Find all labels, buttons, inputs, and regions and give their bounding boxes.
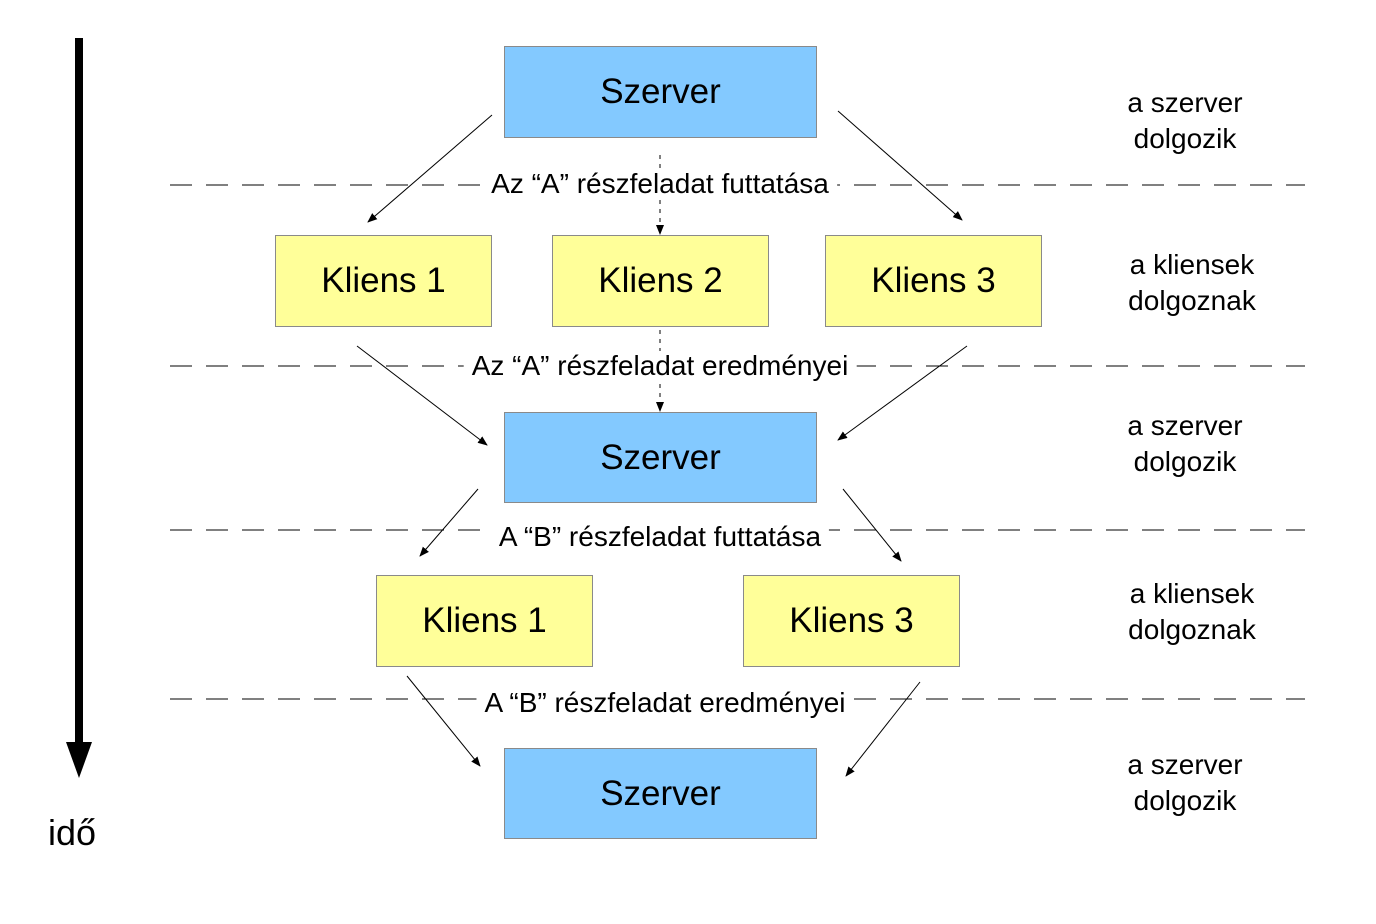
client-label: Kliens 1 [422,601,547,640]
phase-label-b-results: A “B” részfeladat eredményei [476,688,854,718]
arrow [367,114,493,223]
side-label-server-3: a szerver dolgozik [1127,749,1243,816]
server-label: Szerver [600,437,721,477]
server-box-2: Szerver [504,412,817,503]
side-label-clients-a: a kliensek dolgoznak [1128,249,1256,316]
client-label: Kliens 1 [321,261,446,300]
arrow [842,488,902,562]
side-label-server-2: a szerver dolgozik [1127,410,1243,477]
phase-label-b-run: A “B” részfeladat futtatása [490,522,830,552]
server-box-1: Szerver [504,46,817,138]
client-box-b1: Kliens 1 [376,575,593,667]
server-box-3: Szerver [504,748,817,839]
side-label-clients-b: a kliensek dolgoznak [1128,578,1256,645]
client-box-b3: Kliens 3 [743,575,960,667]
side-label-server-1: a szerver dolgozik [1127,87,1243,154]
phase-label-a-results: Az “A” részfeladat eredményei [463,351,857,381]
arrow [845,681,921,777]
arrow [837,345,968,441]
arrow [356,345,488,446]
client-label: Kliens 3 [789,601,914,640]
phase-label-a-run: Az “A” részfeladat futtatása [483,169,837,199]
client-label: Kliens 3 [871,261,996,300]
client-box-a1: Kliens 1 [275,235,492,327]
server-label: Szerver [600,773,721,813]
arrow [419,488,479,557]
arrow [406,675,481,767]
client-box-a2: Kliens 2 [552,235,769,327]
arrow [837,110,963,221]
client-box-a3: Kliens 3 [825,235,1042,327]
client-label: Kliens 2 [598,261,723,300]
server-label: Szerver [600,72,721,111]
time-axis-label: idő [48,812,97,853]
time-axis-arrowhead [66,742,92,778]
